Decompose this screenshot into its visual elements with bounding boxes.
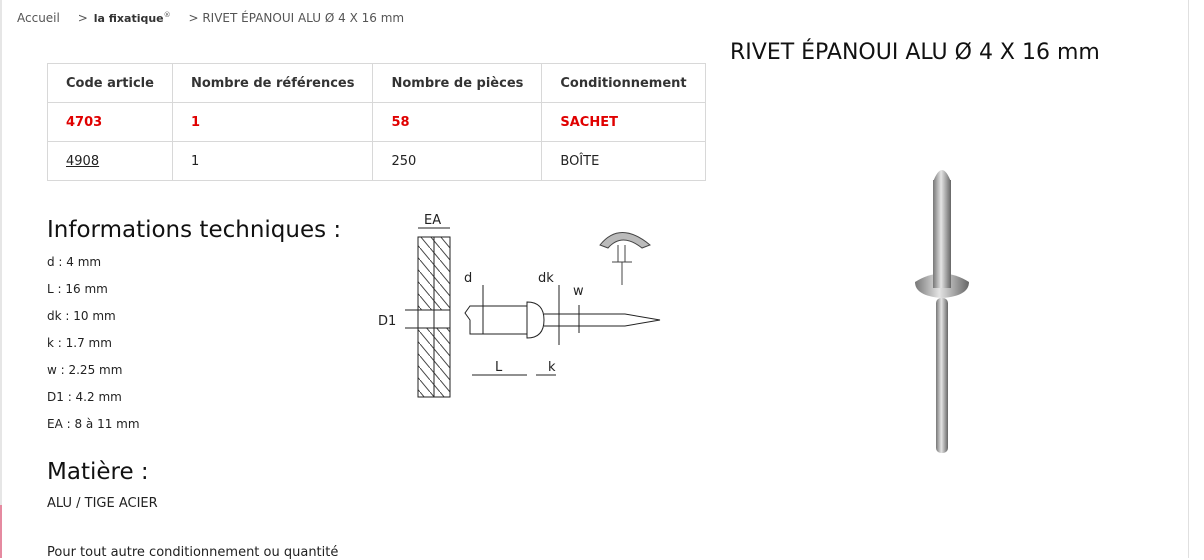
cell-pieces: 58 (372, 102, 543, 142)
cell-code[interactable]: 4908 (47, 141, 173, 181)
col-code: Code article (47, 63, 173, 103)
label-dk: dk (538, 271, 554, 286)
rivet-diagram: EA D1 d dk w L k (378, 213, 661, 398)
registered-mark: ® (163, 11, 171, 19)
spec-d: d : 4 mm (47, 255, 102, 269)
breadcrumb-sep: > (77, 11, 88, 25)
cell-pack: BOÎTE (541, 141, 706, 181)
left-edge-accent (0, 505, 2, 558)
table-row[interactable]: 4908 1 250 BOÎTE (47, 141, 706, 181)
label-ea: EA (424, 213, 441, 228)
breadcrumb-brand[interactable]: > la fixatique® (78, 11, 171, 25)
table-row[interactable]: 4703 1 58 SACHET (47, 102, 706, 142)
label-w: w (573, 284, 584, 299)
product-title: RIVET ÉPANOUI ALU Ø 4 X 16 mm (730, 40, 1100, 65)
cell-pieces: 250 (372, 141, 543, 181)
cell-code[interactable]: 4703 (47, 102, 173, 142)
references-table: Code article Nombre de références Nombre… (47, 63, 706, 181)
material-value: ALU / TIGE ACIER (47, 496, 158, 511)
spec-d1: D1 : 4.2 mm (47, 390, 122, 404)
label-d1: D1 (378, 314, 396, 329)
brand-label: la fixatique (93, 12, 164, 25)
spec-w: w : 2.25 mm (47, 363, 123, 377)
cell-pack: SACHET (541, 102, 706, 142)
cell-refs: 1 (171, 102, 374, 142)
label-k: k (548, 360, 556, 375)
breadcrumb-home[interactable]: Accueil (17, 11, 60, 25)
label-l: L (495, 360, 503, 375)
spec-k: k : 1.7 mm (47, 336, 112, 350)
col-refs: Nombre de références (171, 63, 374, 103)
cell-refs: 1 (171, 141, 374, 181)
left-edge (0, 0, 2, 558)
breadcrumb-current: > RIVET ÉPANOUI ALU Ø 4 X 16 mm (188, 11, 405, 25)
spec-ea: EA : 8 à 11 mm (47, 417, 140, 431)
label-d: d (464, 271, 472, 286)
spec-l: L : 16 mm (47, 282, 108, 296)
spec-dk: dk : 10 mm (47, 309, 116, 323)
scrollbar-track[interactable] (1188, 0, 1189, 558)
col-pieces: Nombre de pièces (372, 63, 543, 103)
rivet-photo (915, 170, 969, 453)
col-pack: Conditionnement (541, 63, 706, 103)
breadcrumb: Accueil > la fixatique® > RIVET ÉPANOUI A… (17, 11, 418, 25)
material-heading: Matière : (47, 459, 149, 485)
code-link[interactable]: 4908 (66, 153, 100, 169)
tech-heading: Informations techniques : (47, 217, 342, 243)
table-header: Code article Nombre de références Nombre… (47, 63, 706, 103)
info-note: Pour tout autre conditionnement ou quant… (47, 545, 339, 560)
